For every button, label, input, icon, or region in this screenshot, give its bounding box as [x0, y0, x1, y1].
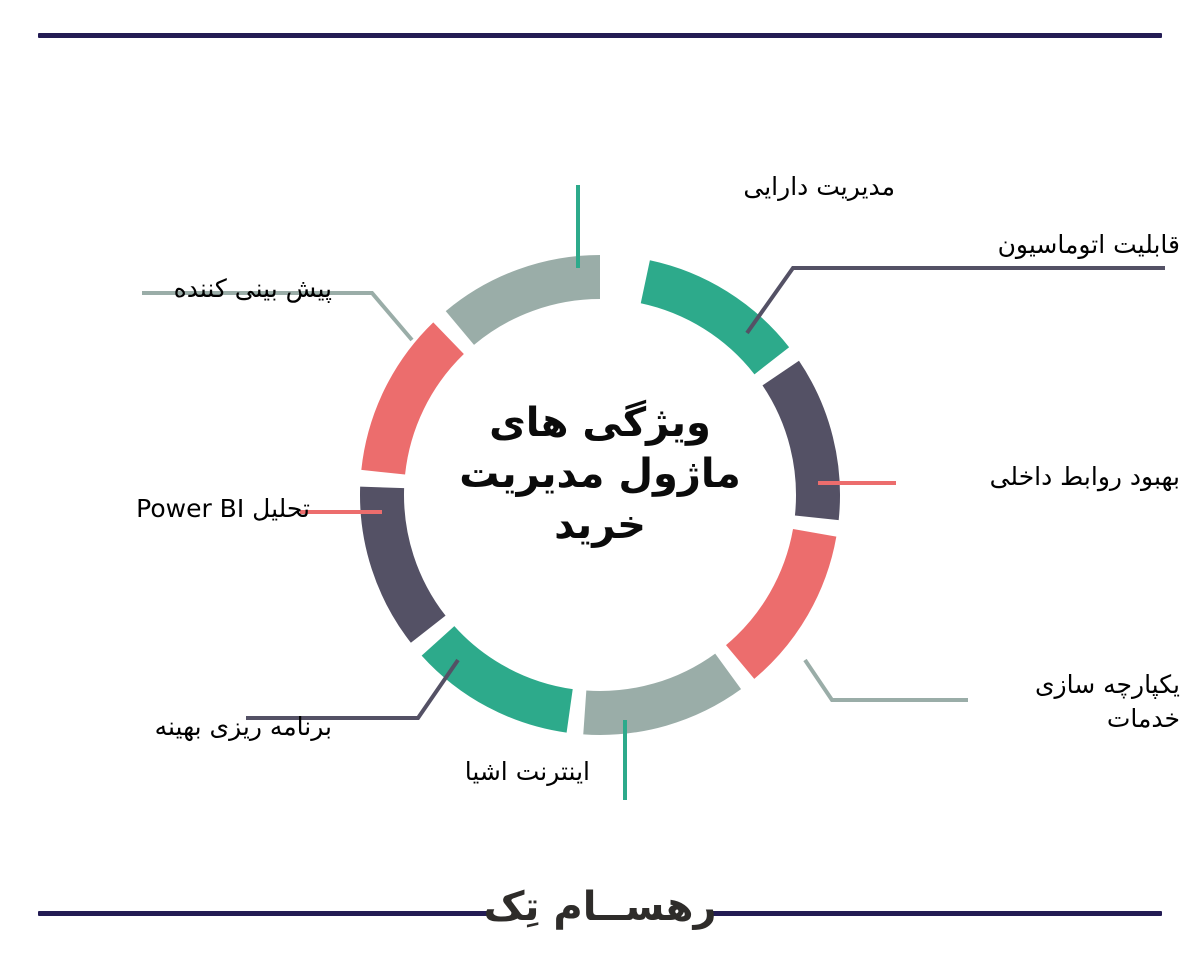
- donut-segment: [421, 626, 573, 733]
- donut-segment: [361, 322, 464, 475]
- label-automation-capability: قابلیت اتوماسیون: [997, 230, 1180, 259]
- donut-segment: [360, 486, 446, 643]
- label-service-integration: یکپارچه سازی خدمات: [1034, 670, 1180, 733]
- label-internal-relations: بهبود روابط داخلی: [989, 462, 1180, 491]
- brand-logo-text: رهســام تِک: [483, 884, 717, 930]
- connector-line: [803, 658, 968, 702]
- label-optimal-planning: برنامه ریزی بهینه: [154, 712, 332, 741]
- header-divider-line: [38, 33, 1162, 38]
- footer-divider-right: [712, 911, 1162, 916]
- donut-segment: [725, 529, 837, 679]
- donut-segment: [583, 653, 742, 735]
- footer-divider-left: [38, 911, 490, 916]
- donut-ring: [360, 255, 840, 735]
- donut-segment: [640, 260, 790, 375]
- connector-line: [246, 658, 460, 720]
- connector-line: [745, 266, 1165, 335]
- center-title: ویژگی های ماژول مدیریت خرید: [459, 400, 741, 549]
- donut-segment: [762, 360, 840, 521]
- label-power-bi-analysis: تحلیل Power BI: [136, 494, 310, 523]
- label-asset-management: مدیریت دارایی: [743, 172, 895, 201]
- label-predictive: پیش بینی کننده: [173, 274, 332, 303]
- donut-segment: [445, 255, 600, 345]
- label-internet-of-things: اینترنت اشیا: [464, 757, 590, 786]
- connector-line: [142, 291, 414, 342]
- connector-lines: [142, 185, 1165, 800]
